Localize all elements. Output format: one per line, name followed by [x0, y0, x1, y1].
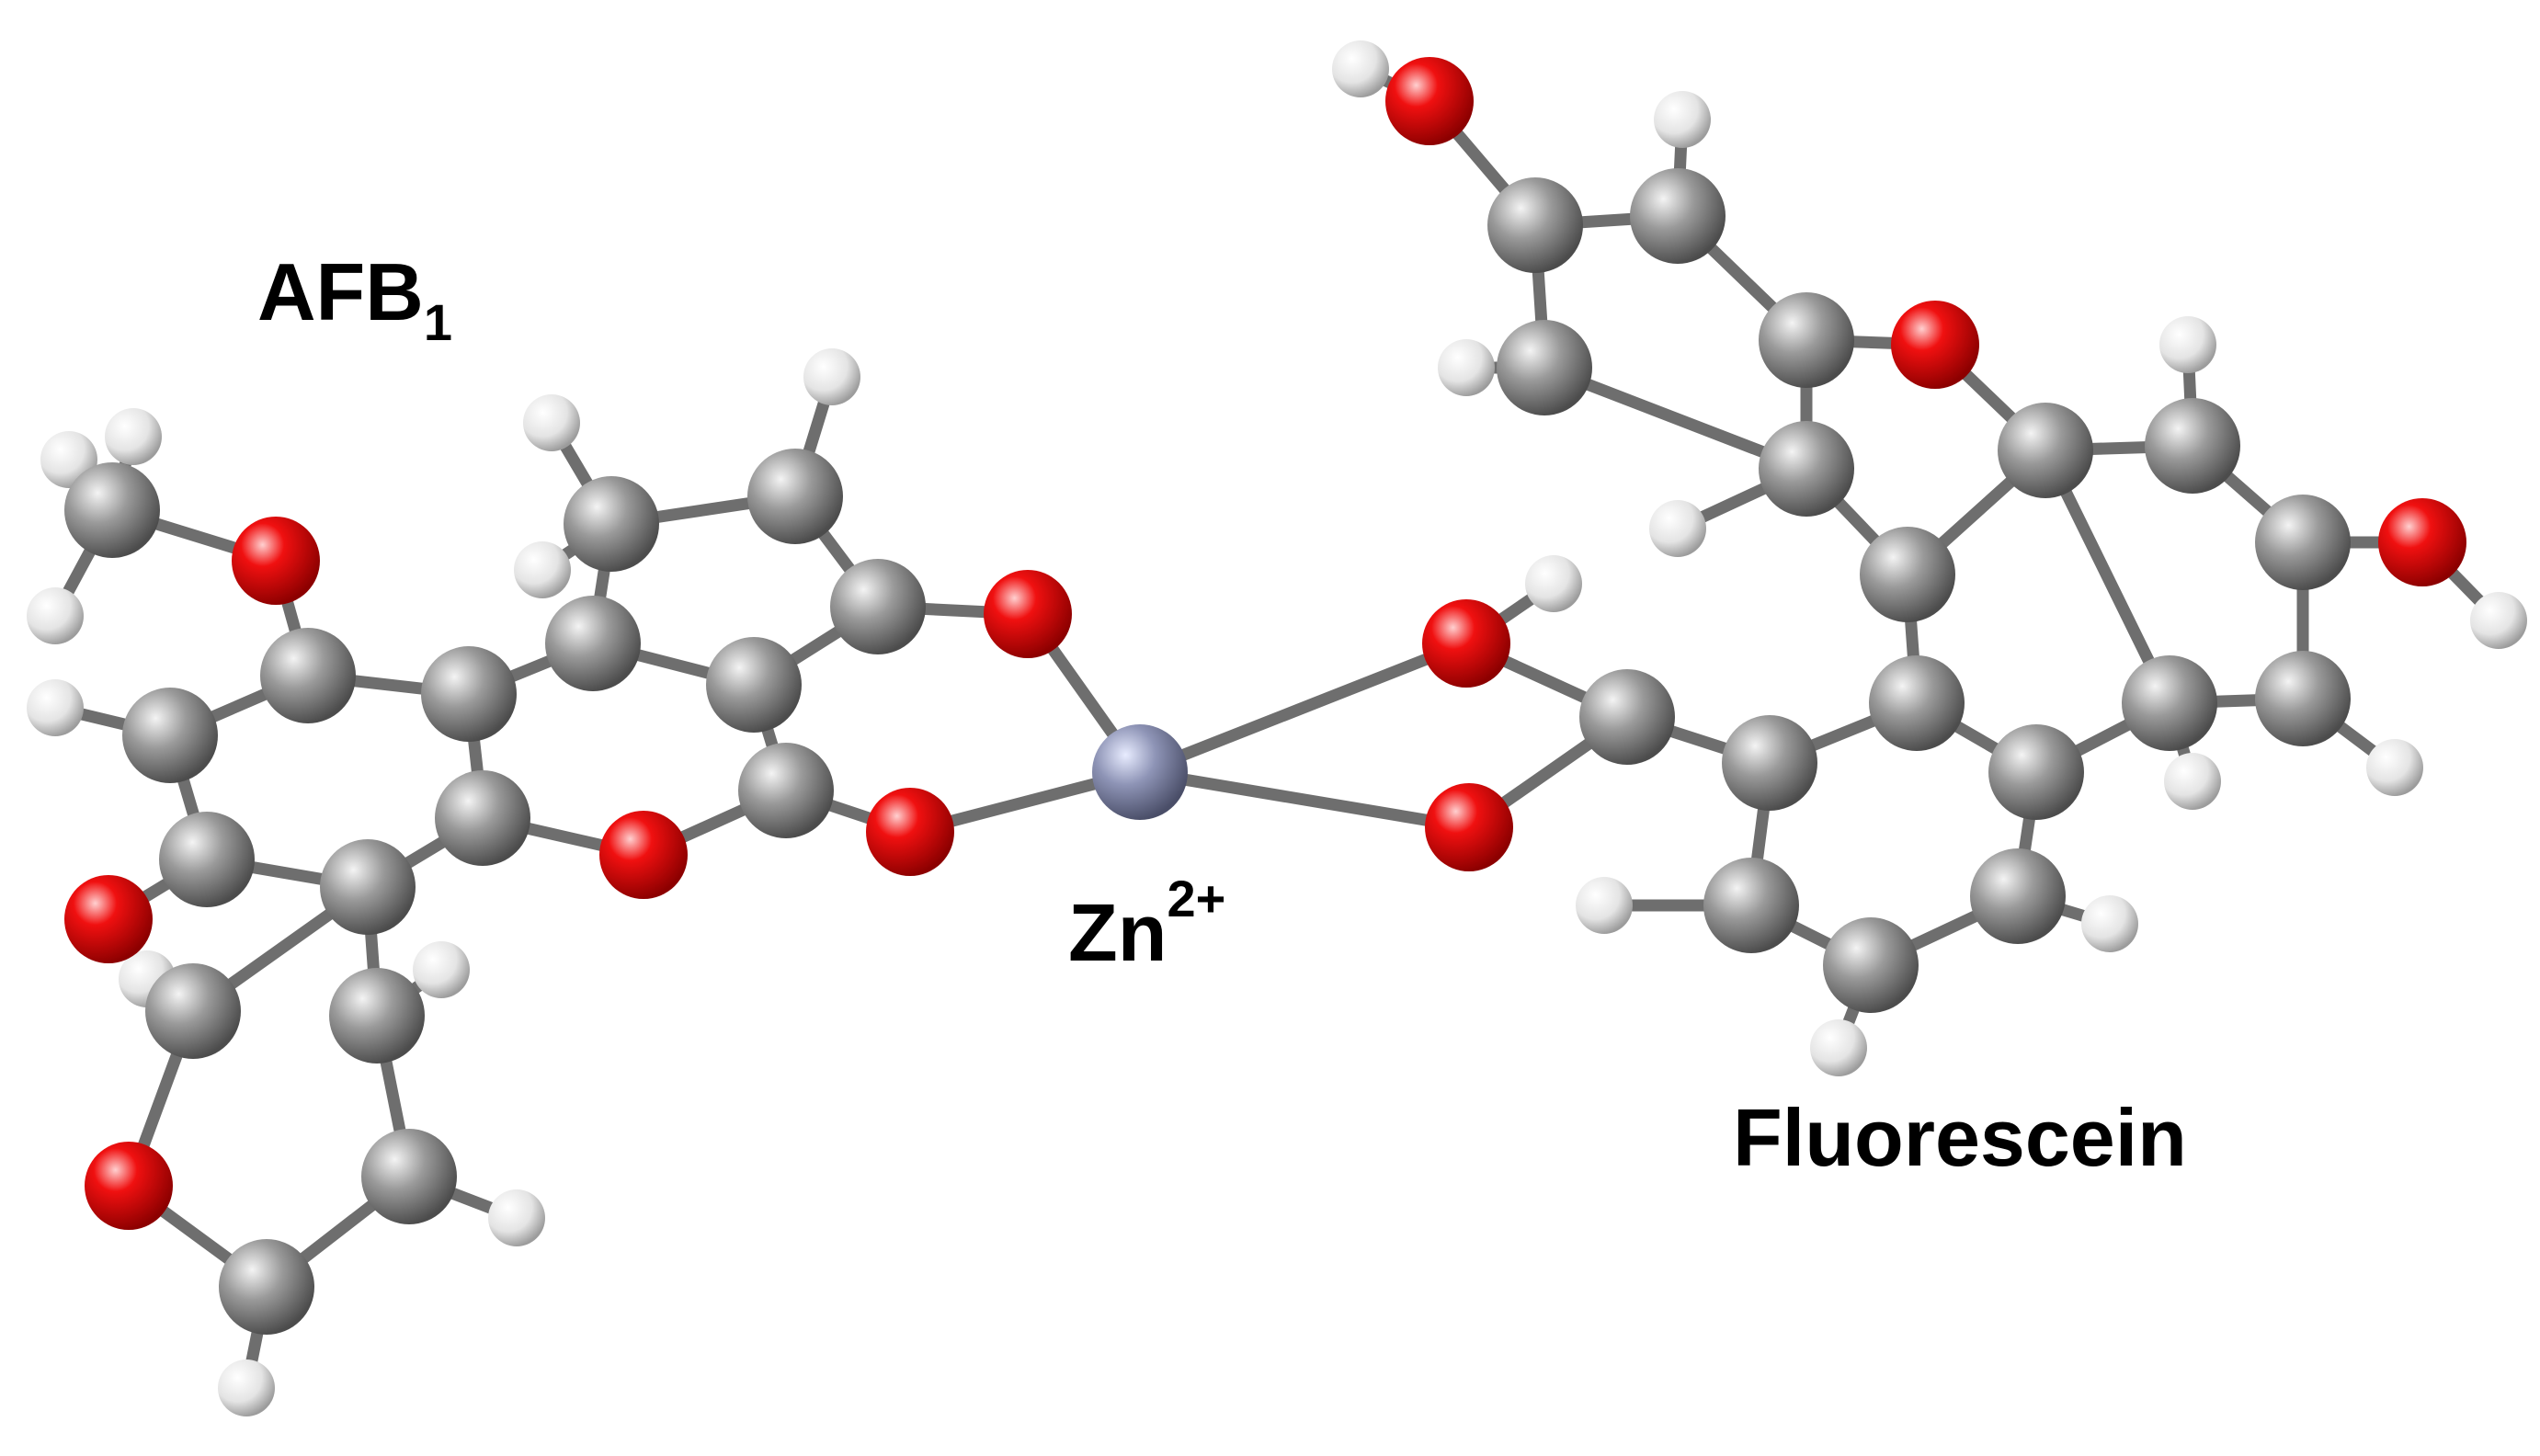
zinc-ion-label-main: Zn	[1068, 887, 1167, 978]
carbon-atom	[435, 770, 530, 866]
hydrogen-atom	[1525, 555, 1582, 612]
hydrogen-atom	[803, 348, 860, 405]
carbon-atom	[1860, 527, 1955, 622]
carbon-atom	[1759, 292, 1854, 388]
zinc-ion-label-charge: 2+	[1167, 870, 1226, 927]
oxygen-atom	[984, 570, 1072, 658]
hydrogen-atom	[1576, 877, 1633, 934]
carbon-atom	[1970, 848, 2066, 944]
hydrogen-atom	[1654, 91, 1711, 148]
hydrogen-atom	[105, 408, 162, 465]
carbon-atom	[1703, 858, 1799, 953]
carbon-atom	[1759, 421, 1854, 517]
zinc-atom	[1092, 724, 1188, 820]
carbon-atom	[1722, 715, 1817, 811]
fluorescein-label: Fluorescein	[1733, 1092, 2187, 1183]
carbon-atom	[830, 559, 926, 654]
carbon-atom	[1988, 724, 2084, 820]
hydrogen-atom	[218, 1359, 275, 1416]
carbon-atom	[159, 812, 255, 907]
hydrogen-atom	[2159, 316, 2216, 373]
carbon-atom	[1630, 168, 1726, 264]
afb1-label-main: AFB	[257, 246, 424, 337]
bond-z1-f1	[1133, 637, 1473, 779]
hydrogen-atom	[523, 394, 580, 451]
carbon-atom	[329, 968, 425, 1064]
carbon-atom	[1998, 403, 2093, 498]
oxygen-atom	[1385, 57, 1474, 145]
hydrogen-atom	[27, 679, 84, 736]
carbon-atom	[64, 462, 160, 558]
carbon-atom	[421, 646, 517, 742]
afb1-label-subscript: 1	[424, 293, 452, 351]
hydrogen-atom	[1332, 40, 1389, 97]
oxygen-atom	[85, 1142, 173, 1230]
zinc-ion-label: Zn2+	[1068, 870, 1225, 978]
oxygen-atom	[64, 875, 153, 963]
labels-layer: AFB1 Zn2+ Fluorescein	[257, 246, 2187, 1183]
carbon-atom	[1823, 917, 1919, 1013]
afb1-label: AFB1	[257, 246, 452, 351]
carbon-atom	[1487, 177, 1583, 273]
oxygen-atom	[1422, 599, 1510, 688]
carbon-atom	[706, 637, 802, 733]
carbon-atom	[2255, 495, 2351, 590]
oxygen-atom	[1891, 301, 1979, 389]
carbon-atom	[2255, 651, 2351, 746]
hydrogen-atom	[1438, 339, 1495, 396]
carbon-atom	[219, 1239, 314, 1335]
hydrogen-atom	[488, 1189, 545, 1246]
oxygen-atom	[232, 517, 320, 605]
carbon-atom	[1497, 320, 1592, 415]
hydrogen-atom	[2164, 753, 2221, 810]
carbon-atom	[260, 628, 356, 723]
carbon-atom	[145, 963, 241, 1059]
carbon-atom	[1579, 669, 1675, 765]
carbon-atom	[320, 839, 416, 935]
carbon-atom	[122, 688, 218, 783]
carbon-atom	[2145, 398, 2240, 494]
hydrogen-atom	[1810, 1019, 1867, 1076]
hydrogen-atom	[413, 941, 470, 998]
hydrogen-atom	[1649, 500, 1706, 557]
hydrogen-atom	[2470, 592, 2527, 649]
carbon-atom	[747, 449, 843, 544]
oxygen-atom	[599, 811, 688, 899]
oxygen-atom	[866, 788, 954, 876]
hydrogen-atom	[2366, 739, 2423, 796]
carbon-atom	[738, 743, 834, 838]
carbon-atom	[564, 476, 659, 572]
carbon-atom	[545, 596, 641, 691]
carbon-atom	[361, 1129, 457, 1224]
carbon-atom	[1869, 655, 1965, 751]
atoms-layer	[27, 40, 2527, 1416]
hydrogen-atom	[27, 587, 84, 644]
hydrogen-atom	[514, 541, 571, 598]
bond-z1-f3	[1133, 766, 1475, 834]
carbon-atom	[2122, 655, 2217, 751]
hydrogen-atom	[2081, 895, 2138, 952]
oxygen-atom	[2378, 498, 2466, 586]
oxygen-atom	[1425, 783, 1513, 871]
